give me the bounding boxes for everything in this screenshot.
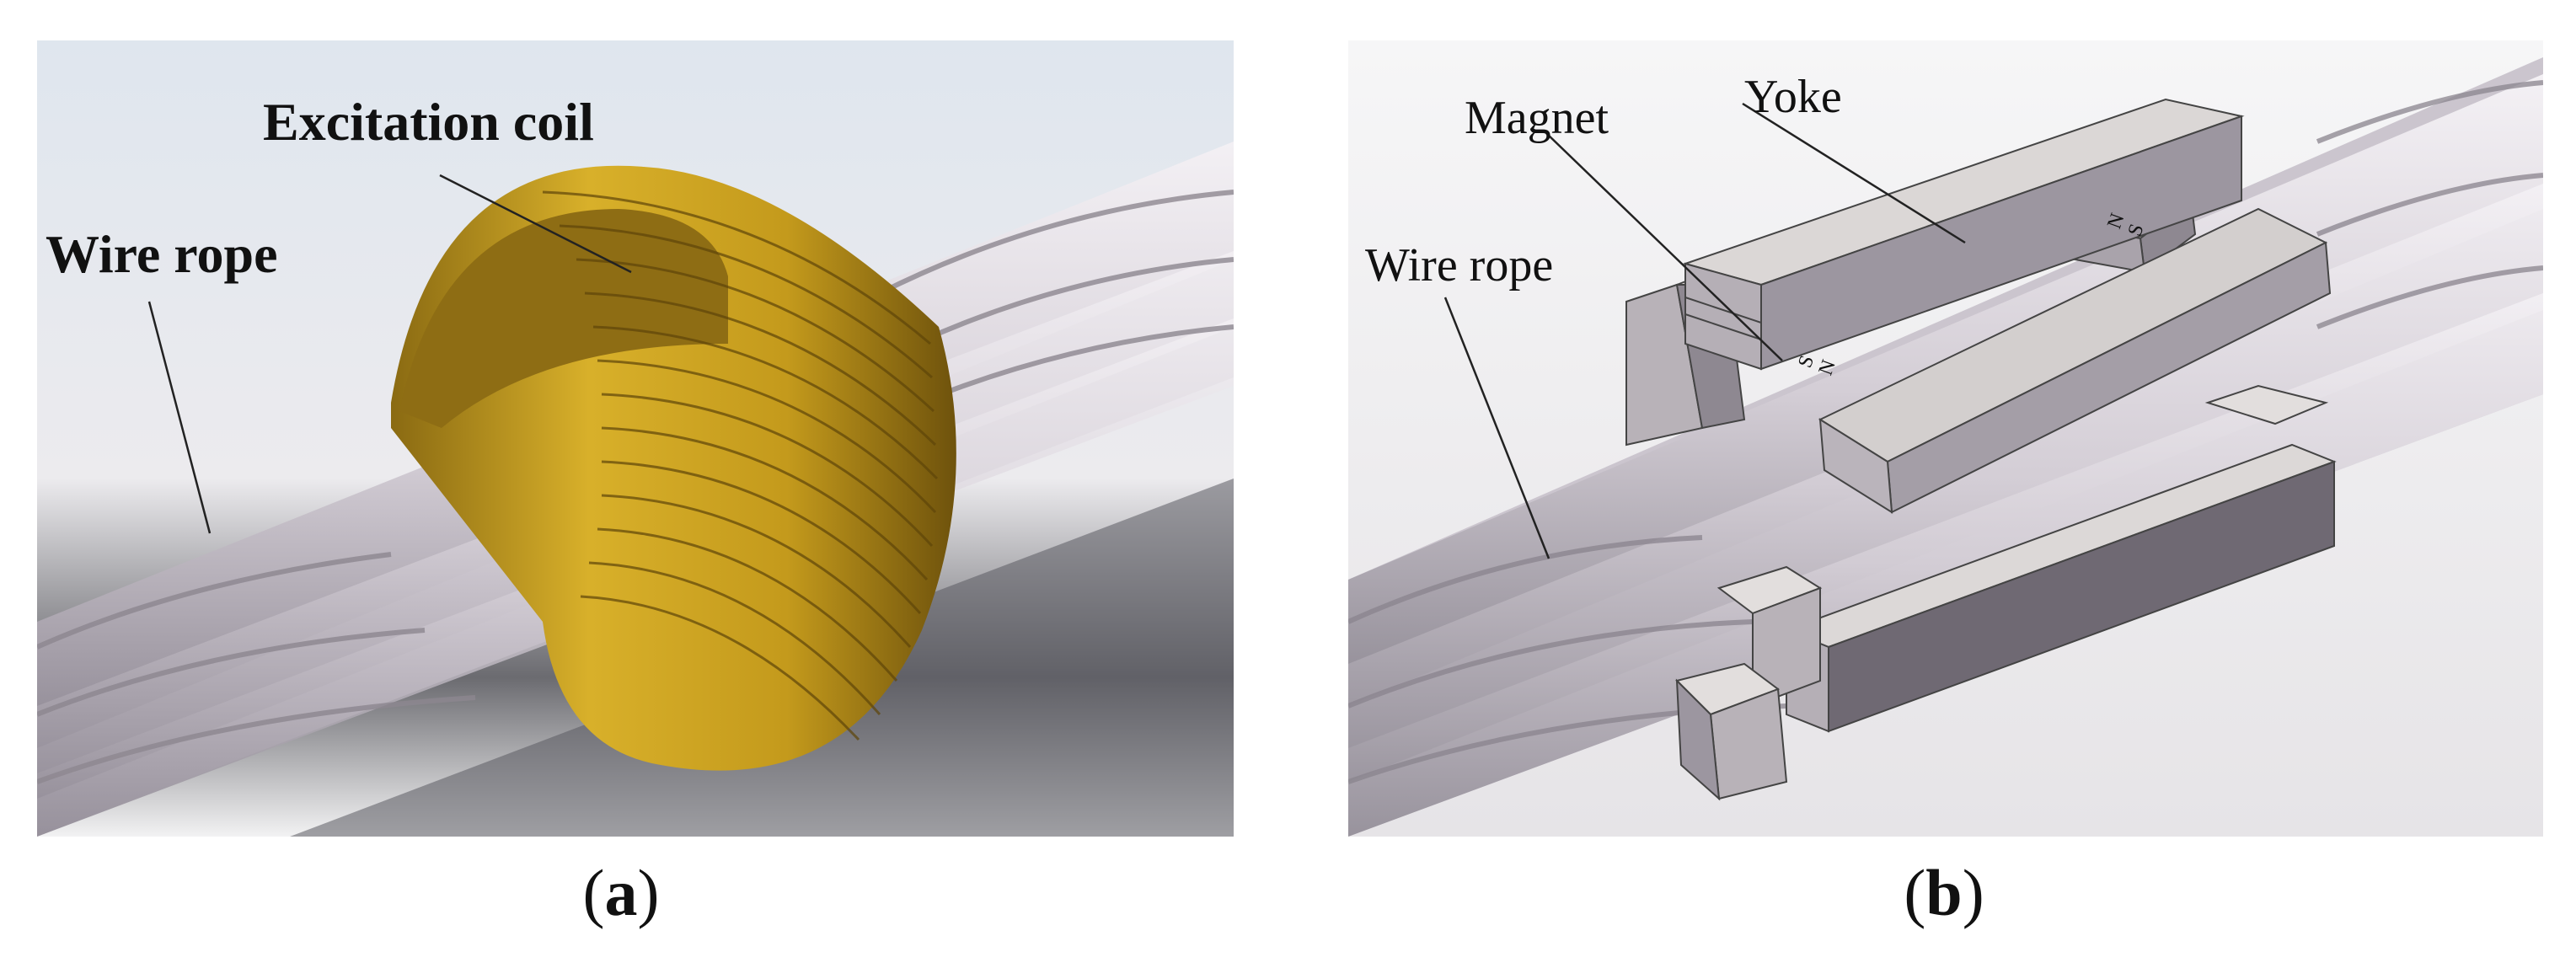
label-wire-rope-a: Wire rope [46, 224, 278, 284]
lower-yoke-assembly [1675, 384, 2337, 801]
panel-a-image: Excitation coil Wire rope [37, 40, 1234, 837]
label-wire-rope-b: Wire rope [1365, 239, 1553, 291]
label-magnet: Magnet [1465, 92, 1609, 144]
label-yoke: Yoke [1744, 71, 1842, 123]
upper-yoke-assembly [1625, 98, 2245, 447]
caption-b: (b) [1904, 856, 1984, 929]
excitation-coil-shape [391, 165, 956, 771]
leader-wire-rope-a [147, 301, 212, 534]
caption-a: (a) [582, 856, 660, 929]
panel-b-image: S N N S Magnet Yoke Wire rope [1348, 40, 2543, 837]
panel-a-drawing: Excitation coil Wire rope [37, 40, 1234, 837]
leader-excitation-coil [439, 174, 632, 274]
leader-yoke [1742, 102, 1966, 244]
leader-magnet [1545, 132, 1783, 361]
label-excitation-coil: Excitation coil [263, 92, 594, 152]
leader-wire-rope-b [1443, 297, 1550, 559]
panel-b-drawing: S N N S Magnet Yoke Wire rope [1348, 40, 2543, 837]
middle-bar [1818, 207, 2332, 514]
